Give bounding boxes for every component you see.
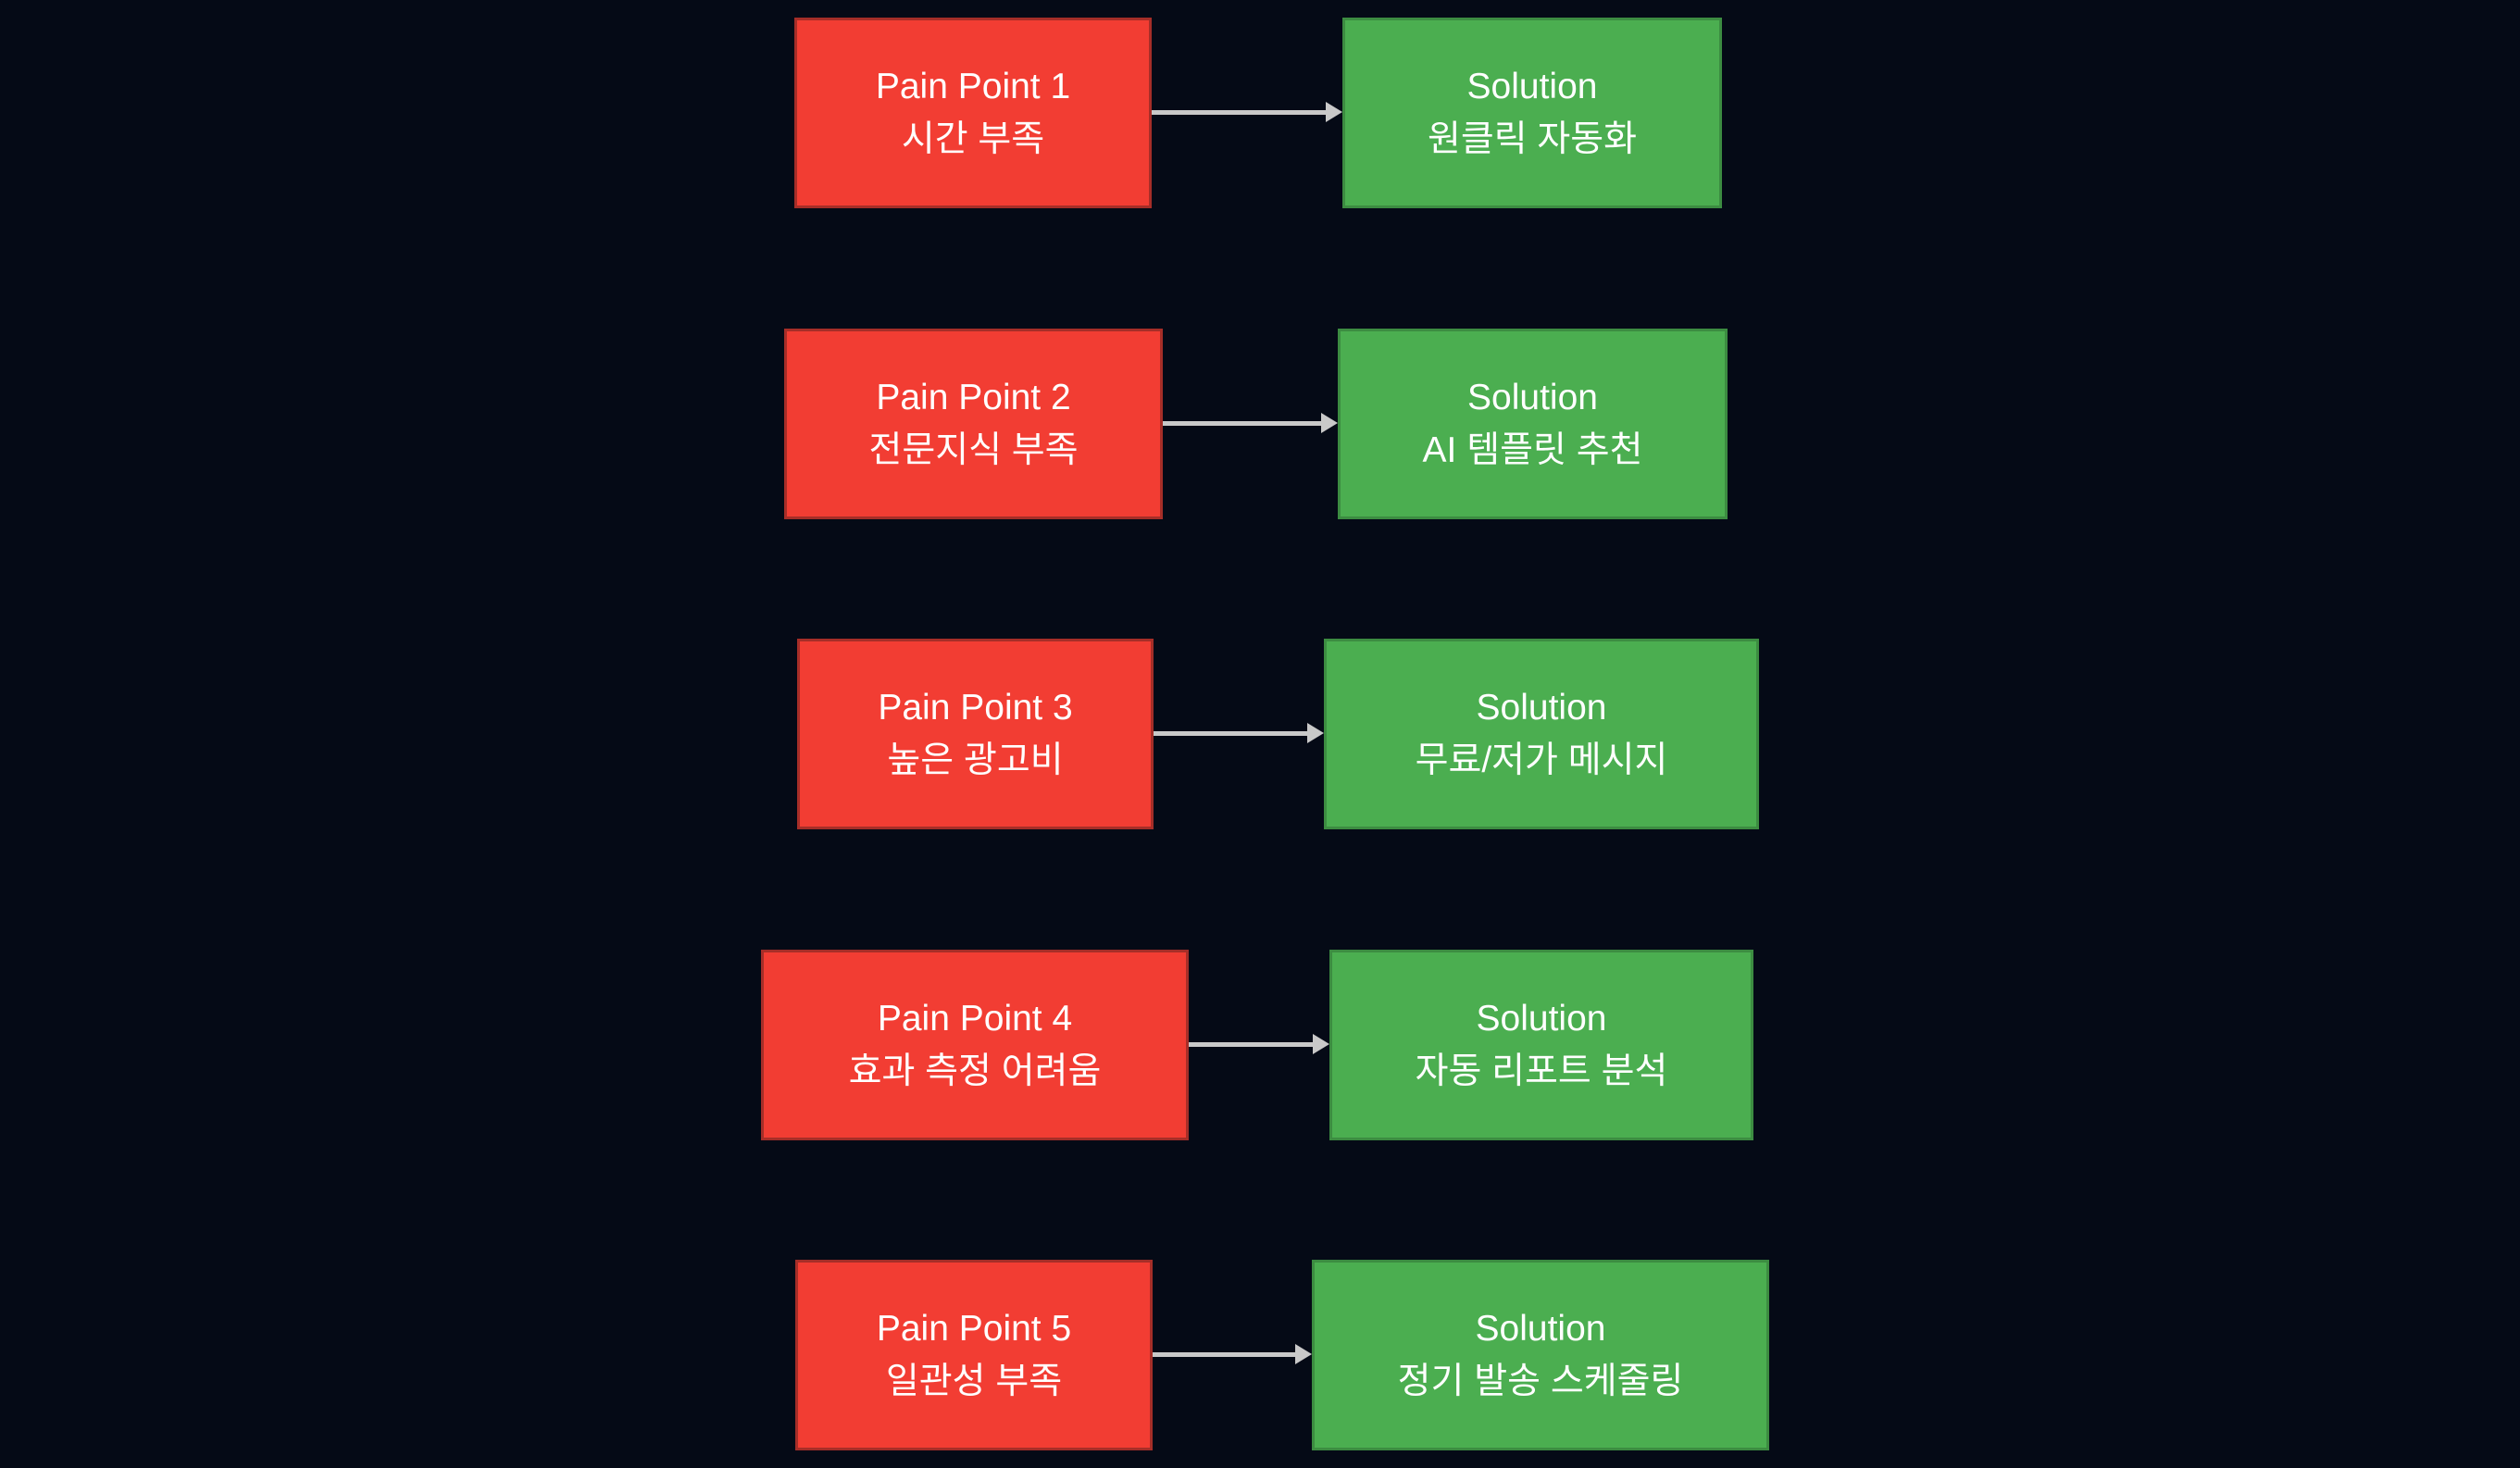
- arrow-head-icon: [1321, 413, 1338, 433]
- flow-arrow: [1152, 102, 1342, 122]
- pain-point-desc: 일관성 부족: [885, 1362, 1063, 1401]
- arrow-line: [1153, 1352, 1298, 1357]
- pain-point-title: Pain Point 1: [875, 67, 1071, 106]
- arrow-line: [1189, 1042, 1316, 1047]
- solution-desc: 무료/저가 메시지: [1415, 740, 1668, 780]
- solution-3-box: Solution 무료/저가 메시지: [1324, 639, 1759, 829]
- arrow-head-icon: [1313, 1034, 1329, 1054]
- pain-point-desc: 높은 광고비: [887, 740, 1064, 780]
- flow-row-3: Pain Point 3 높은 광고비 Solution 무료/저가 메시지: [0, 639, 2520, 829]
- pain-point-3-box: Pain Point 3 높은 광고비: [797, 639, 1154, 829]
- solution-title: Solution: [1476, 999, 1607, 1039]
- solution-title: Solution: [1475, 1309, 1606, 1349]
- flow-arrow: [1189, 1034, 1329, 1054]
- solution-desc: 정기 발송 스케줄링: [1397, 1362, 1684, 1401]
- flow-arrow: [1163, 413, 1338, 433]
- solution-4-box: Solution 자동 리포트 분석: [1329, 950, 1753, 1140]
- pain-point-title: Pain Point 5: [876, 1309, 1072, 1349]
- solution-title: Solution: [1466, 67, 1598, 106]
- pain-point-5-box: Pain Point 5 일관성 부족: [795, 1260, 1153, 1450]
- solution-2-box: Solution AI 템플릿 추천: [1338, 329, 1728, 519]
- flow-row-5: Pain Point 5 일관성 부족 Solution 정기 발송 스케줄링: [0, 1260, 2520, 1450]
- solution-1-box: Solution 원클릭 자동화: [1342, 18, 1722, 208]
- pain-point-2-box: Pain Point 2 전문지식 부족: [784, 329, 1163, 519]
- pain-point-desc: 시간 부족: [901, 119, 1045, 159]
- pain-point-desc: 전문지식 부족: [868, 430, 1079, 470]
- pain-point-title: Pain Point 4: [877, 999, 1073, 1039]
- arrow-head-icon: [1307, 723, 1324, 743]
- arrow-line: [1154, 731, 1310, 736]
- solution-title: Solution: [1476, 688, 1607, 728]
- arrow-head-icon: [1295, 1344, 1312, 1364]
- pain-point-title: Pain Point 3: [878, 688, 1073, 728]
- flow-arrow: [1153, 1344, 1312, 1364]
- arrow-line: [1152, 110, 1329, 115]
- solution-desc: 자동 리포트 분석: [1415, 1051, 1668, 1091]
- flow-row-1: Pain Point 1 시간 부족 Solution 원클릭 자동화: [0, 18, 2520, 208]
- solution-desc: AI 템플릿 추천: [1422, 430, 1643, 470]
- arrow-line: [1163, 421, 1324, 426]
- solution-5-box: Solution 정기 발송 스케줄링: [1312, 1260, 1769, 1450]
- flow-row-4: Pain Point 4 효과 측정 어려움 Solution 자동 리포트 분…: [0, 950, 2520, 1140]
- pain-point-title: Pain Point 2: [876, 378, 1071, 417]
- pain-point-desc: 효과 측정 어려움: [848, 1051, 1102, 1091]
- solution-title: Solution: [1467, 378, 1598, 417]
- pain-point-4-box: Pain Point 4 효과 측정 어려움: [761, 950, 1189, 1140]
- flow-row-2: Pain Point 2 전문지식 부족 Solution AI 템플릿 추천: [0, 329, 2520, 519]
- flow-arrow: [1154, 723, 1324, 743]
- solution-desc: 원클릭 자동화: [1427, 119, 1638, 159]
- arrow-head-icon: [1326, 102, 1342, 122]
- pain-point-1-box: Pain Point 1 시간 부족: [794, 18, 1152, 208]
